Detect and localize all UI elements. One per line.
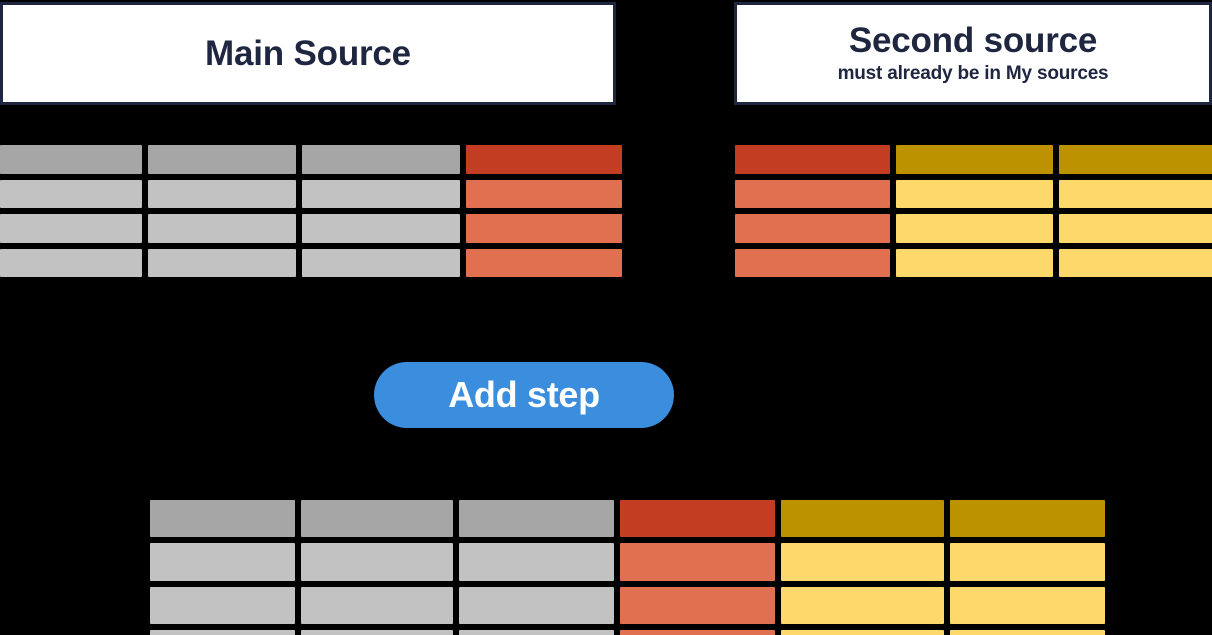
table-cell — [781, 543, 944, 581]
table-header-cell — [735, 145, 890, 174]
table-header-cell — [302, 145, 460, 174]
main-source-header-box: Main Source — [0, 2, 616, 105]
table-cell — [735, 179, 890, 208]
table-cell — [301, 586, 453, 624]
table-cell — [459, 586, 614, 624]
table-header-cell — [466, 145, 622, 174]
second-source-header-box: Second source must already be in My sour… — [734, 2, 1212, 105]
table-cell — [735, 214, 890, 243]
table-cell — [466, 179, 622, 208]
table-header-cell — [896, 145, 1053, 174]
table-header-cell — [1059, 145, 1212, 174]
table-cell — [950, 543, 1105, 581]
table-cell — [950, 629, 1105, 635]
table-header-cell — [148, 145, 296, 174]
second-source-table — [735, 145, 1212, 277]
table-header-cell — [781, 500, 944, 538]
table-cell — [150, 586, 295, 624]
table-header-cell — [301, 500, 453, 538]
table-cell — [781, 586, 944, 624]
table-cell — [301, 629, 453, 635]
table-cell — [0, 248, 142, 277]
table-cell — [302, 214, 460, 243]
table-cell — [620, 586, 775, 624]
table-header-cell — [459, 500, 614, 538]
main-source-title: Main Source — [205, 33, 411, 73]
table-cell — [896, 214, 1053, 243]
table-cell — [466, 214, 622, 243]
table-cell — [302, 248, 460, 277]
table-cell — [1059, 248, 1212, 277]
table-cell — [950, 586, 1105, 624]
table-cell — [781, 629, 944, 635]
table-cell — [620, 629, 775, 635]
table-cell — [0, 179, 142, 208]
second-source-subtitle: must already be in My sources — [837, 63, 1109, 85]
table-cell — [1059, 214, 1212, 243]
table-cell — [0, 214, 142, 243]
table-cell — [620, 543, 775, 581]
table-cell — [150, 543, 295, 581]
table-cell — [1059, 179, 1212, 208]
main-source-table — [0, 145, 622, 277]
table-header-cell — [620, 500, 775, 538]
table-cell — [301, 543, 453, 581]
table-cell — [150, 629, 295, 635]
table-header-cell — [0, 145, 142, 174]
table-header-cell — [950, 500, 1105, 538]
add-step-button[interactable]: Add step — [374, 362, 674, 428]
table-cell — [896, 179, 1053, 208]
table-cell — [466, 248, 622, 277]
table-cell — [459, 629, 614, 635]
table-cell — [148, 214, 296, 243]
table-cell — [148, 248, 296, 277]
result-table — [150, 500, 1105, 635]
second-source-title: Second source — [848, 21, 1098, 60]
table-cell — [148, 179, 296, 208]
table-cell — [302, 179, 460, 208]
table-cell — [459, 543, 614, 581]
table-cell — [735, 248, 890, 277]
table-header-cell — [150, 500, 295, 538]
table-cell — [896, 248, 1053, 277]
